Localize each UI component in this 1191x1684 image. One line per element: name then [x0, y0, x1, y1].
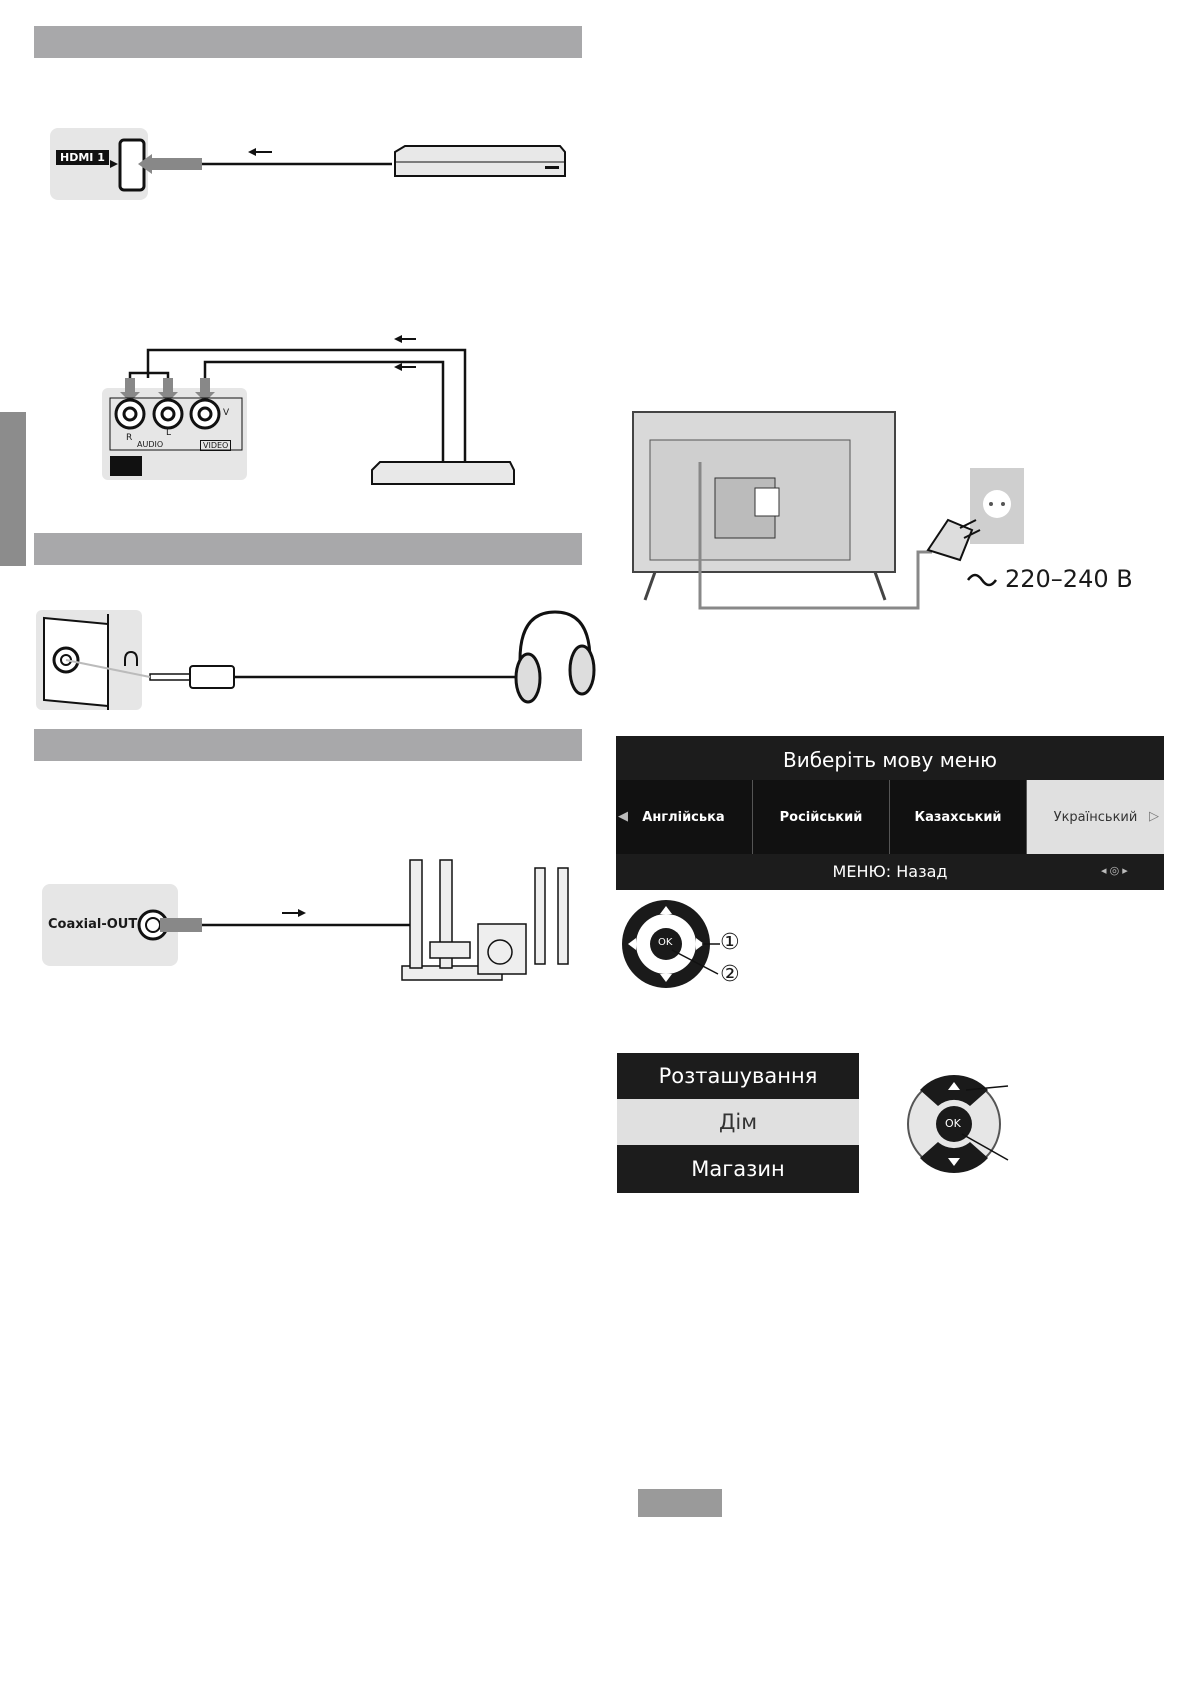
hdmi-source-device	[394, 145, 566, 177]
location-option-home[interactable]: Дім	[617, 1099, 859, 1145]
ac-symbol-icon	[966, 573, 998, 587]
remote-dpad-1	[622, 900, 720, 988]
location-menu-title: Розташування	[658, 1064, 818, 1088]
hdmi-plug-tip	[138, 154, 152, 174]
ok-button-2	[936, 1106, 972, 1142]
home-theater-speakers-icon	[401, 859, 569, 981]
headphones-icon	[514, 610, 596, 704]
remote-dpad-2	[907, 1074, 1009, 1174]
hdmi-arrow-marker	[110, 160, 118, 168]
coaxial-port-label: Coaxial-OUT	[48, 917, 138, 932]
language-option-ukrainian[interactable]: Український	[1027, 780, 1164, 854]
location-option-store[interactable]: Магазин	[691, 1157, 785, 1181]
coaxial-cable-diagram	[137, 859, 569, 981]
up-arrow-icon	[660, 906, 672, 914]
down-arrow-icon	[660, 974, 672, 982]
av-direction-arrow-icon-1	[394, 335, 416, 343]
av-r-label: R	[126, 433, 133, 443]
up-arrow-icon-2	[948, 1082, 960, 1090]
coaxial-plug	[160, 918, 202, 932]
av-l-label: L	[166, 428, 172, 438]
footer-nav-ok-icon: ◂ ◎ ▸	[1101, 865, 1128, 877]
av-audio-label: AUDIO	[137, 440, 164, 449]
grey-tag	[638, 1489, 722, 1517]
headphone-symbol-icon	[124, 650, 138, 666]
down-arrow-icon-2	[948, 1158, 960, 1166]
av-cable-diagram	[109, 335, 515, 485]
language-menu: Виберіть мову меню ◀ Англійська Російськ…	[616, 736, 1164, 890]
power-plug-icon	[926, 518, 981, 562]
callout-1: ①	[720, 930, 740, 955]
hdmi-plug	[150, 158, 202, 170]
av-black-block	[110, 456, 142, 476]
coaxial-direction-arrow-icon	[282, 909, 306, 917]
ok-button-1	[650, 928, 682, 960]
headphone-cable-diagram	[43, 610, 596, 710]
power-cable	[698, 462, 932, 610]
section-bar-coaxial	[34, 729, 582, 761]
language-options-row: ◀ Англійська Російський Казахський Украї…	[616, 780, 1164, 854]
tv-back-power-diagram	[632, 411, 1024, 610]
ok-label-1[interactable]: OK	[658, 937, 673, 948]
language-menu-footer: МЕНЮ: Назад	[832, 862, 948, 881]
av-source-device	[371, 461, 515, 485]
location-menu: Розташування Дім Магазин	[617, 1053, 859, 1193]
hdmi-cable-diagram	[110, 138, 566, 192]
ok-label-2[interactable]: OK	[945, 1117, 961, 1130]
av-jacks	[114, 398, 221, 430]
right-arrow-icon[interactable]: ▷	[1149, 808, 1159, 823]
left-arrow-icon	[628, 938, 636, 950]
hdmi-direction-arrow-icon	[248, 148, 272, 156]
callout-2: ②	[720, 962, 740, 987]
voltage-label: 220–240 В	[1005, 565, 1133, 593]
language-option-russian[interactable]: Російський	[779, 809, 863, 825]
language-option-english[interactable]: Англійська	[642, 809, 725, 825]
av-v-label: V	[223, 408, 230, 418]
section-bar-hdmi	[34, 26, 582, 58]
av-direction-arrow-icon-2	[394, 363, 416, 371]
hdmi-port-label: HDMI 1	[56, 150, 109, 165]
side-tab	[0, 412, 26, 566]
left-arrow-icon[interactable]: ◀	[618, 808, 628, 823]
right-arrow-icon	[696, 938, 704, 950]
av-plug-arrows	[120, 378, 215, 402]
section-bar-headphones	[34, 533, 582, 565]
language-option-kazakh[interactable]: Казахський	[914, 809, 1002, 825]
language-menu-title: Виберіть мову меню	[782, 748, 997, 772]
av-video-label: VIDEO	[200, 440, 232, 451]
